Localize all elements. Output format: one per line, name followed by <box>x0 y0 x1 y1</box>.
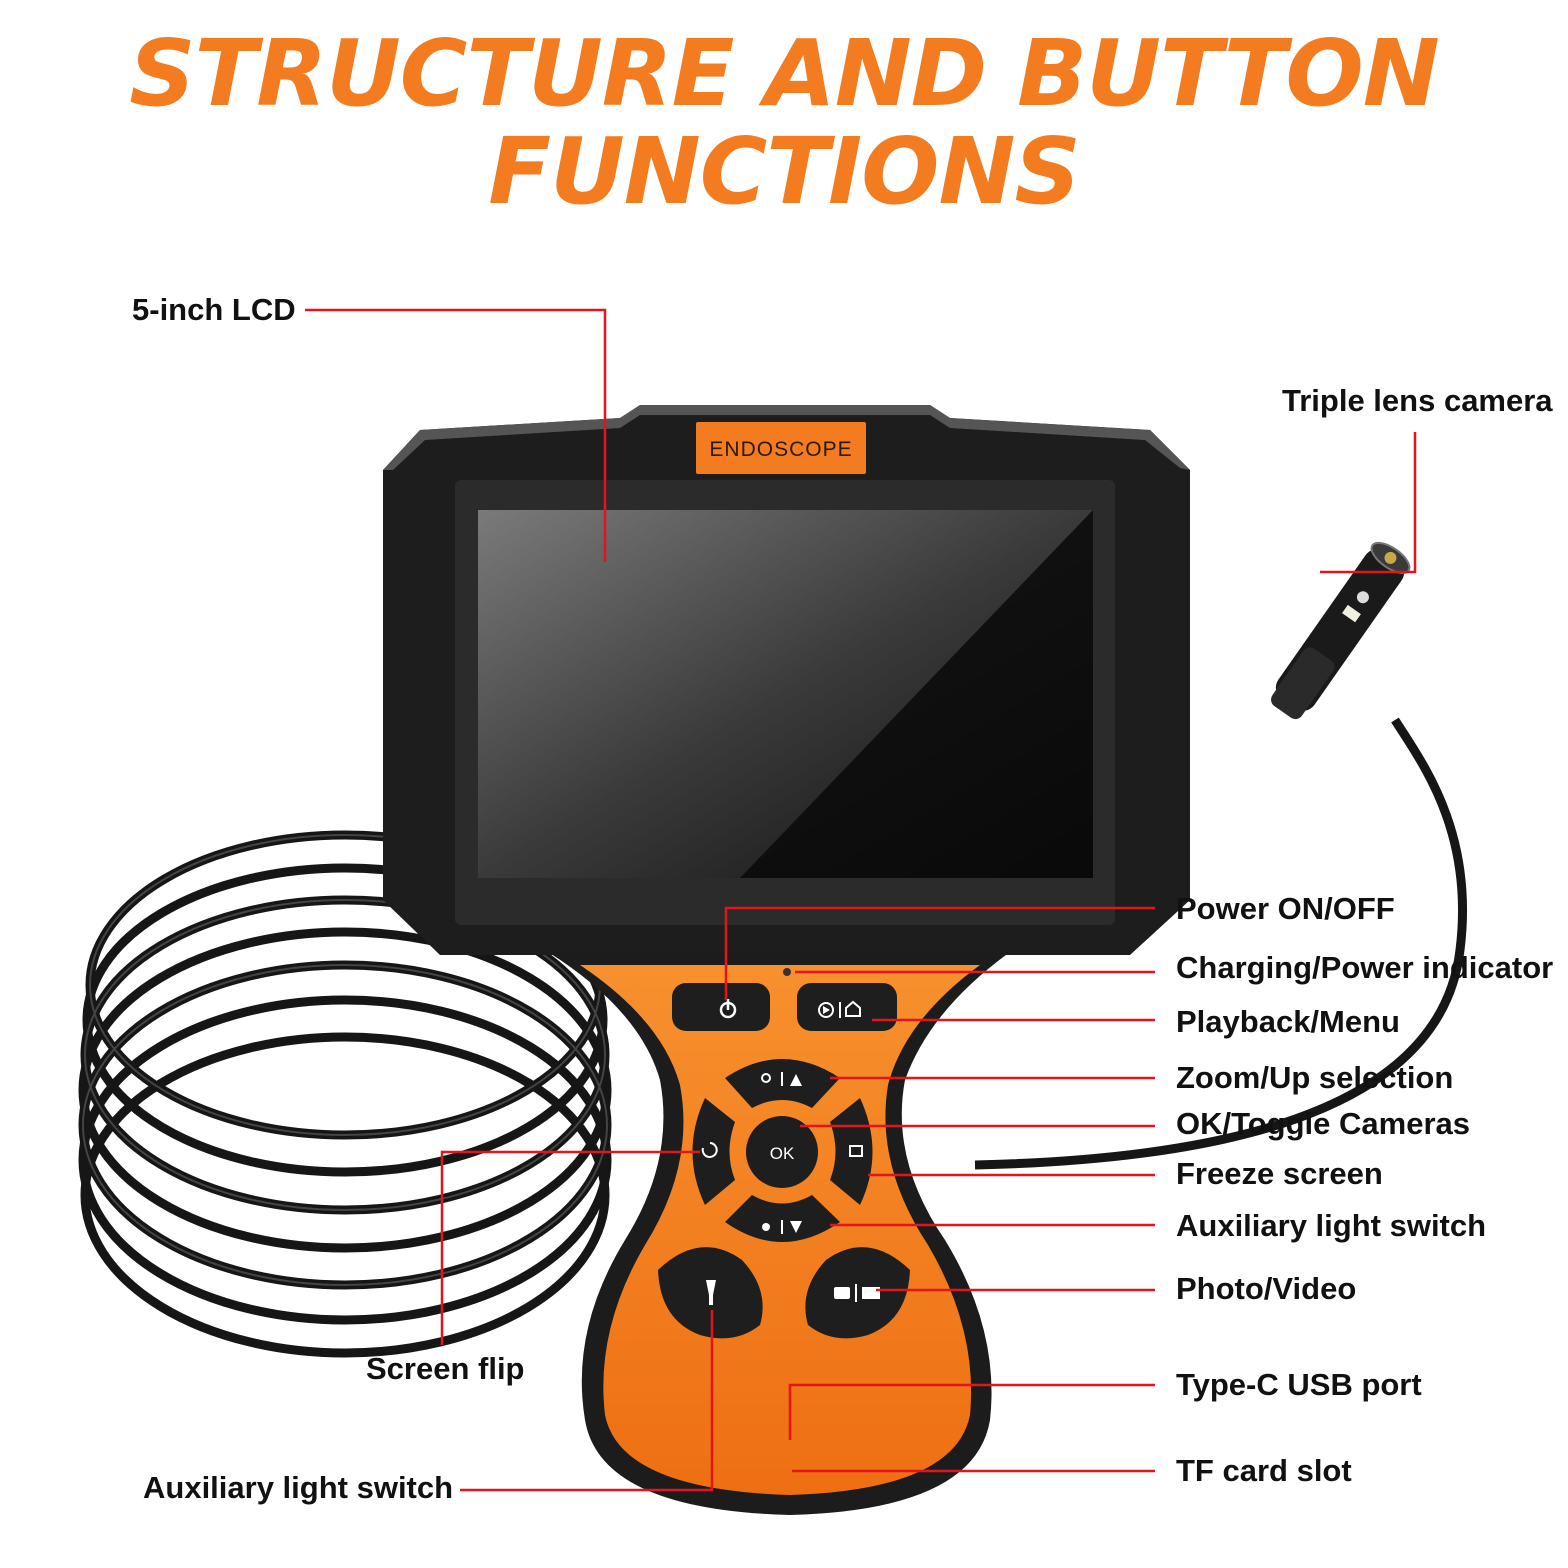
label-charging-indicator: Charging/Power indicator <box>1176 950 1554 985</box>
label-photo-video: Photo/Video <box>1176 1271 1357 1306</box>
label-triple-lens-camera: Triple lens camera <box>1282 383 1553 418</box>
up-arrow-icon <box>790 1074 802 1086</box>
video-icon <box>862 1287 880 1299</box>
aux-light-down-button <box>725 1195 840 1242</box>
camera-probe-head <box>1271 541 1411 720</box>
photo-video-button <box>805 1247 910 1339</box>
label-5-inch-lcd: 5-inch LCD <box>132 292 296 327</box>
endoscope-badge-label: ENDOSCOPE <box>709 438 852 461</box>
label-zoom-up-selection: Zoom/Up selection <box>1176 1060 1454 1095</box>
label-playback-menu: Playback/Menu <box>1176 1004 1400 1039</box>
label-type-c-usb-port: Type-C USB port <box>1176 1367 1422 1402</box>
screen-flip-button <box>692 1098 735 1205</box>
label-tf-card-slot: TF card slot <box>1176 1453 1352 1488</box>
label-auxiliary-light-switch-right: Auxiliary light switch <box>1176 1208 1487 1243</box>
ok-button-label: OK <box>770 1144 795 1163</box>
label-auxiliary-light-switch-left: Auxiliary light switch <box>143 1470 454 1505</box>
light-icon <box>762 1223 770 1231</box>
label-screen-flip: Screen flip <box>366 1351 525 1386</box>
label-power-on-off: Power ON/OFF <box>1176 891 1395 926</box>
label-freeze-screen: Freeze screen <box>1176 1156 1383 1191</box>
rotate-icon <box>701 1142 718 1158</box>
down-arrow-icon <box>790 1221 802 1233</box>
endoscope-badge <box>696 422 866 474</box>
title-line-2: FUNCTIONS <box>488 118 1081 225</box>
freeze-icon <box>849 1145 863 1157</box>
zoom-icon <box>761 1073 771 1083</box>
home-icon <box>845 1000 861 1017</box>
flashlight-icon <box>706 1280 716 1305</box>
camera-icon <box>834 1287 850 1299</box>
charging-indicator <box>783 968 791 976</box>
title-line-1: STRUCTURE AND BUTTON <box>129 20 1440 127</box>
leader-lines <box>305 308 1417 1492</box>
label-ok-toggle-cameras: OK/Toggle Cameras <box>1176 1106 1471 1141</box>
probe-cable <box>974 717 1468 1170</box>
ok-button <box>746 1116 818 1188</box>
playback-icon <box>818 1002 834 1018</box>
